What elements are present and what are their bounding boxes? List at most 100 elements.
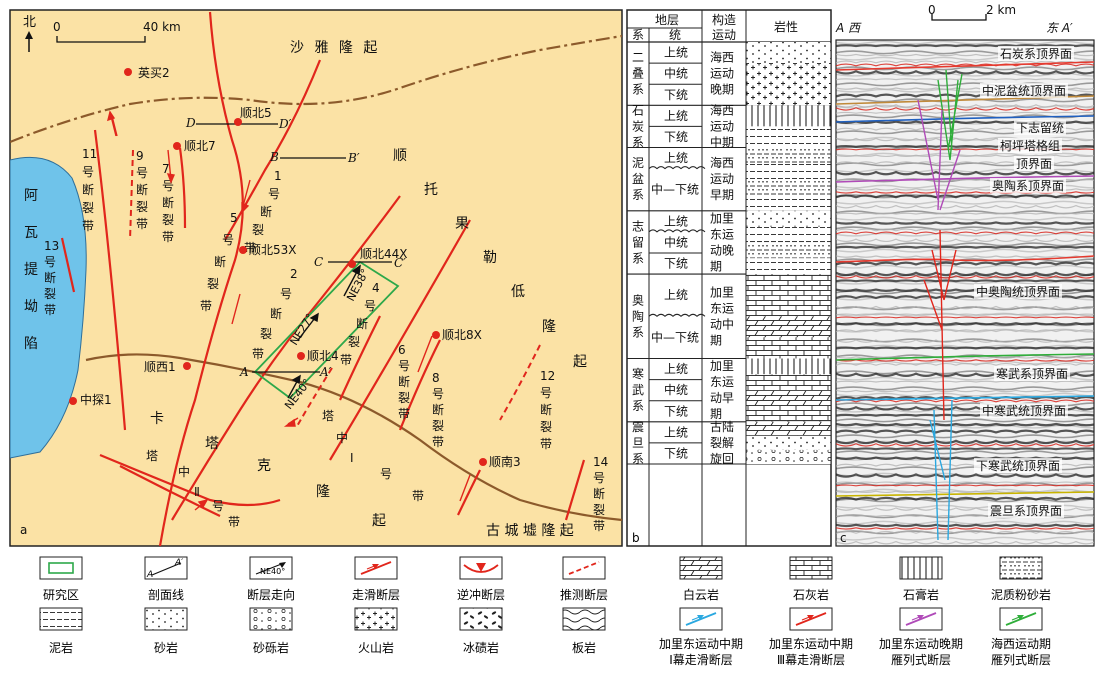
strike-slip-arrows — [107, 110, 583, 511]
lithology-cell — [746, 226, 831, 243]
stack-label: 带 — [432, 435, 444, 449]
horizon-label: 中奥陶统顶界面 — [976, 284, 1060, 299]
panel-c-letter: c — [840, 531, 847, 545]
legend-sample-a: A — [146, 570, 153, 580]
legend-swatch — [562, 607, 606, 631]
stack-label: 阿 — [24, 188, 38, 204]
stack-label: 带 — [244, 241, 256, 255]
stack-label: 断 — [270, 306, 282, 321]
series-name: 中统 — [664, 382, 688, 397]
legend-label: 海西运动期 — [991, 636, 1051, 651]
vertical-label-stacks: 阿瓦提坳陷顺托果勒低隆起卡塔克隆起11号断裂带9号断裂带7号断裂带1号断裂带5号… — [24, 147, 608, 533]
well-label-shunbei7: 顺北7 — [184, 139, 216, 153]
legend-swatch: NE40° — [249, 556, 293, 580]
header-tectonic: 构造 — [712, 12, 736, 27]
series-name: 下统 — [664, 88, 688, 102]
system-name: 系 — [632, 83, 644, 97]
well-label-shunnan3: 顺南3 — [489, 454, 521, 469]
horizon-label: 下志留统 — [1016, 121, 1064, 135]
series-name: 上统 — [664, 46, 688, 60]
series-name: 上统 — [664, 288, 688, 302]
stack-label: 断 — [540, 402, 552, 417]
tectonic-event: 海西运动中期 — [710, 102, 734, 149]
legend-label: 逆冲断层 — [457, 587, 505, 602]
lithology-cell — [746, 295, 831, 317]
stack-label: 断 — [162, 195, 174, 210]
system-name: 二 — [632, 51, 644, 65]
section-a-label: A — [239, 365, 249, 379]
legend-sample-a2: A′ — [174, 558, 183, 568]
legend-label: 剖面线 — [148, 588, 184, 602]
series-name: 下统 — [664, 257, 688, 271]
stack-label: 带 — [200, 299, 212, 313]
system-name: 叠 — [632, 67, 644, 81]
system-name: 系 — [632, 452, 644, 466]
legend-label: 火山岩 — [358, 640, 394, 655]
fault-3-trace — [295, 367, 333, 429]
stack-label: 隆 — [542, 319, 556, 335]
stack-label: 裂 — [398, 391, 410, 405]
series-name: 下统 — [664, 404, 688, 418]
stack-label: 6 — [398, 343, 406, 357]
well-label-shunbei8x: 顺北8X — [442, 328, 482, 342]
legend-label: 走滑断层 — [352, 587, 400, 602]
stack-label: 塔 — [146, 449, 158, 463]
horizon-label: 柯坪塔格组 — [1000, 138, 1060, 153]
lithology-cell — [746, 105, 831, 127]
tectonic-event: 古陆裂解旋回 — [710, 419, 734, 466]
legend-label: 泥质粉砂岩 — [991, 587, 1051, 602]
legend-label: 砂砾岩 — [253, 640, 289, 655]
section-d-label: D — [185, 116, 196, 130]
stack-label: 号 — [162, 179, 174, 193]
legend-swatch — [144, 607, 188, 631]
stack-label: Ⅱ — [194, 485, 200, 499]
awati-depression-lake — [10, 156, 87, 459]
stack-label: 中 — [336, 430, 348, 445]
legend-label: 加里东运动中期 — [659, 636, 743, 651]
stack-label: 坳 — [24, 299, 38, 315]
stack-label: 带 — [136, 217, 148, 231]
wells — [69, 68, 487, 466]
legend: 研究区AA′剖面线NE40°断层走向走滑断层逆冲断层推测断层白云岩石灰岩石膏岩泥… — [39, 556, 1051, 667]
stack-label: 裂 — [82, 201, 94, 215]
stack-label: 号 — [136, 166, 148, 180]
section-b2-label: B′ — [347, 151, 360, 165]
horizon-label: 顶界面 — [1016, 157, 1052, 171]
stack-label: 带 — [44, 303, 56, 317]
stack-label: 号 — [82, 165, 94, 179]
legend-label: 断层走向 — [247, 587, 295, 602]
section-left-end: A 西 — [835, 21, 862, 35]
horizon-label: 中寒武统顶界面 — [982, 403, 1066, 418]
system-name: 旦 — [632, 436, 644, 450]
stack-label: 断 — [432, 402, 444, 417]
system-name: 陶 — [632, 308, 644, 323]
horizon-label: 下寒武统顶界面 — [976, 458, 1060, 473]
tectonic-event: 海西运动早期 — [710, 155, 734, 202]
legend-swatch — [39, 607, 83, 631]
series-name: 中—下统 — [651, 182, 699, 197]
fault-5-trace — [158, 11, 244, 546]
panel-a-map: a 北 0 40 km 沙 雅 隆 起 古 城 墟 隆 起 英买2 顺北5 顺北… — [9, 9, 623, 547]
stack-label: 5 — [230, 211, 238, 225]
legend-swatch — [789, 556, 833, 580]
fault-shunnan-trace — [457, 469, 481, 516]
stack-label: 裂 — [207, 277, 219, 291]
legend-swatch: A A′ — [144, 556, 188, 580]
well-dot-zhongtan1 — [69, 397, 77, 405]
tazhong-2-trace — [99, 453, 281, 507]
strat-text: 地层系统构造运动岩性二叠系上统中统下统海西运动晚期石炭系上统下统海西运动中期泥盆… — [632, 12, 798, 466]
stack-label: 带 — [398, 407, 410, 421]
fault-2-trace — [171, 195, 401, 521]
stack-label: 7 — [162, 162, 170, 176]
system-name: 系 — [632, 188, 644, 202]
stack-label: 裂 — [162, 213, 174, 227]
legend-sample-trend: NE40° — [260, 567, 285, 576]
system-name: 泥 — [632, 156, 644, 170]
header-system: 系 — [632, 28, 644, 42]
well-dot-yingmai2 — [124, 68, 132, 76]
legend-label: 砂岩 — [154, 640, 178, 655]
section-a2-label: A′ — [319, 365, 332, 379]
well-label-shunbei5: 顺北5 — [240, 106, 272, 120]
system-name: 志 — [632, 219, 644, 233]
stack-label: 塔 — [322, 409, 334, 423]
